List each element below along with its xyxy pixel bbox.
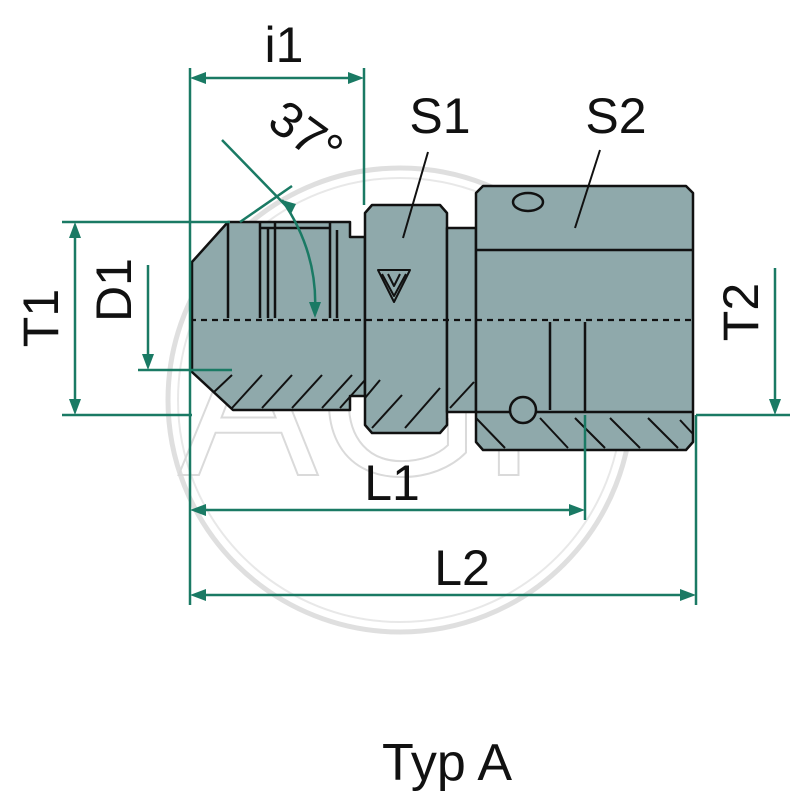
dimension-arrows — [69, 72, 781, 601]
hex-s2-hole — [511, 191, 545, 213]
hex-s1-hatching — [364, 379, 441, 429]
label-l1: L1 — [364, 455, 420, 511]
label-t1: T1 — [13, 289, 69, 347]
logo-mark — [377, 269, 411, 303]
fitting-body — [190, 184, 696, 452]
label-d1: D1 — [86, 258, 142, 322]
hex-s1 — [363, 203, 449, 435]
dim-angle-leader — [221, 139, 291, 211]
caption: Typ A — [382, 734, 512, 792]
o-ring — [508, 395, 538, 425]
male-thread-end — [190, 220, 367, 412]
hex-s2 — [474, 184, 695, 452]
leader-s2 — [574, 149, 601, 229]
label-s1: S1 — [409, 88, 470, 144]
label-angle: 37° — [259, 89, 353, 179]
label-leaders — [402, 149, 601, 239]
label-s2: S2 — [585, 88, 646, 144]
dimension-lines — [62, 68, 790, 605]
dim-angle-arc — [280, 199, 317, 313]
label-i1: i1 — [265, 17, 304, 73]
hex-s2-hatching — [475, 417, 694, 449]
leader-s1 — [402, 151, 429, 239]
thread-hatching — [213, 374, 366, 409]
label-t2: T2 — [713, 283, 769, 341]
label-l2: L2 — [434, 540, 490, 596]
